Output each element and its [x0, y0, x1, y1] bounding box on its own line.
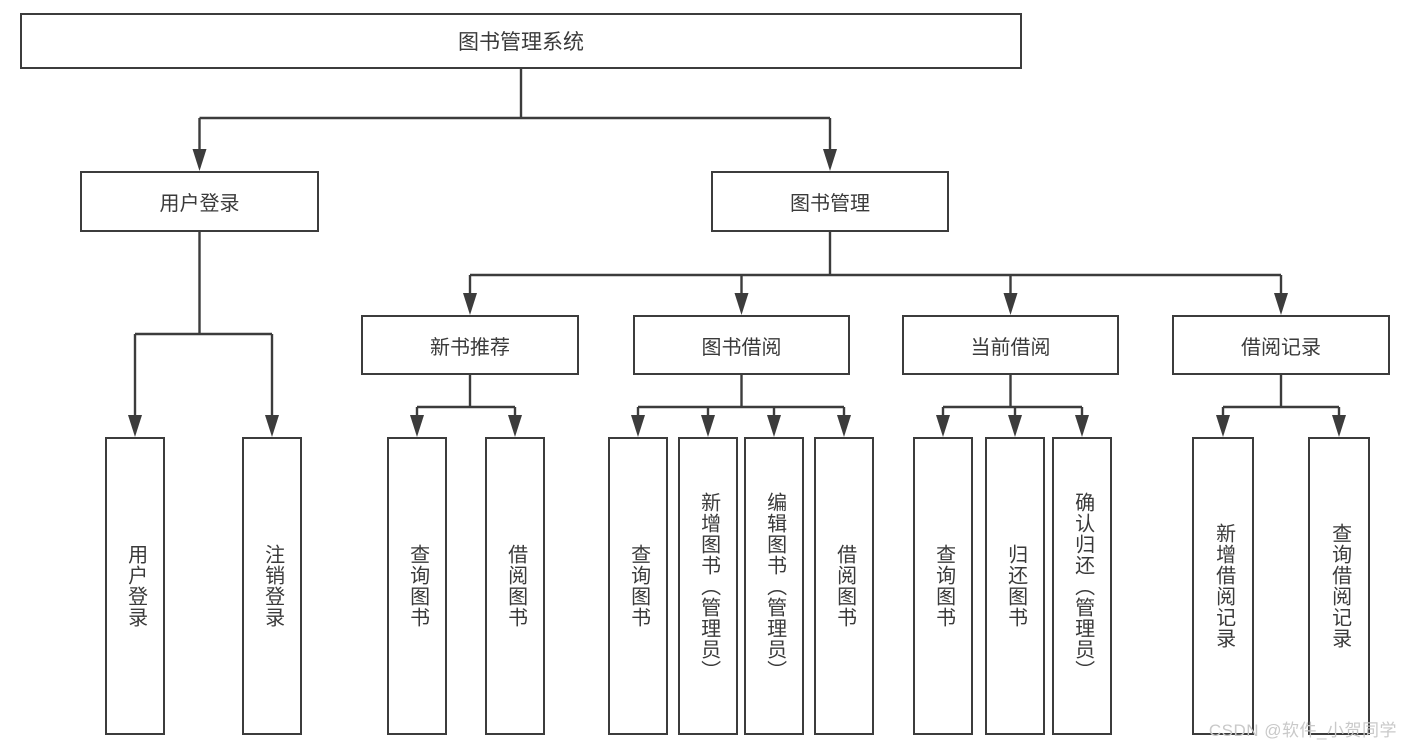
node-label: 新增图书（管理员） [697, 491, 720, 681]
node-leaf-query-book-1[interactable]: 查询图书 [387, 437, 447, 735]
node-book-manage[interactable]: 图书管理 [711, 171, 949, 232]
node-leaf-add-book[interactable]: 新增图书（管理员） [678, 437, 738, 735]
arrow-head [631, 415, 645, 437]
node-label: 编辑图书（管理员） [763, 491, 786, 681]
node-label: 借阅图书 [833, 544, 856, 628]
node-label: 归还图书 [1004, 544, 1027, 628]
node-leaf-borrow-book-2[interactable]: 借阅图书 [814, 437, 874, 735]
arrow-head [1332, 415, 1346, 437]
node-label: 确认归还（管理员） [1071, 491, 1094, 681]
node-current-borrow[interactable]: 当前借阅 [902, 315, 1119, 375]
node-leaf-query-book-3[interactable]: 查询图书 [913, 437, 973, 735]
node-leaf-add-record[interactable]: 新增借阅记录 [1192, 437, 1254, 735]
node-leaf-borrow-book-1[interactable]: 借阅图书 [485, 437, 545, 735]
node-label: 查询图书 [406, 544, 429, 628]
node-label: 查询借阅记录 [1328, 523, 1351, 649]
node-leaf-return-book[interactable]: 归还图书 [985, 437, 1045, 735]
node-book-borrow[interactable]: 图书借阅 [633, 315, 850, 375]
node-label: 注销登录 [261, 544, 284, 628]
node-leaf-edit-book[interactable]: 编辑图书（管理员） [744, 437, 804, 735]
node-label: 新书推荐 [430, 336, 510, 359]
arrow-head [823, 149, 837, 171]
node-root[interactable]: 图书管理系统 [20, 13, 1022, 69]
arrow-head [128, 415, 142, 437]
node-label: 新增借阅记录 [1212, 523, 1235, 649]
node-label: 借阅记录 [1241, 336, 1321, 359]
node-new-book-rec[interactable]: 新书推荐 [361, 315, 579, 375]
arrow-head [734, 293, 749, 315]
node-label: 图书管理 [790, 193, 870, 215]
node-leaf-user-login[interactable]: 用户登录 [105, 437, 165, 735]
node-label: 当前借阅 [970, 336, 1051, 359]
arrow-head [265, 415, 279, 437]
arrow-head [463, 293, 477, 315]
arrow-head [936, 415, 950, 437]
arrow-head [1003, 293, 1018, 315]
arrow-head [192, 149, 207, 171]
arrow-head [1075, 415, 1089, 437]
arrow-head [1216, 415, 1230, 437]
arrow-head [1274, 293, 1288, 315]
node-label: 查询图书 [627, 544, 650, 628]
node-leaf-query-record[interactable]: 查询借阅记录 [1308, 437, 1370, 735]
node-label: 图书管理系统 [458, 31, 584, 54]
arrow-head [837, 415, 851, 437]
csdn-watermark: CSDN @软件_小贺同学 [1208, 721, 1397, 740]
node-leaf-query-book-2[interactable]: 查询图书 [608, 437, 668, 735]
node-leaf-logout[interactable]: 注销登录 [242, 437, 302, 735]
node-label: 图书借阅 [701, 336, 782, 359]
node-label: 用户登录 [159, 193, 240, 215]
node-user-login[interactable]: 用户登录 [80, 171, 319, 232]
arrow-head [1008, 415, 1022, 437]
arrow-head [410, 415, 424, 437]
node-label: 借阅图书 [504, 544, 527, 628]
node-label: 查询图书 [932, 544, 955, 628]
arrow-head [508, 415, 522, 437]
arrow-head [767, 415, 781, 437]
node-borrow-record[interactable]: 借阅记录 [1172, 315, 1390, 375]
arrow-head [701, 415, 715, 437]
node-leaf-confirm-return[interactable]: 确认归还（管理员） [1052, 437, 1112, 735]
node-label: 用户登录 [124, 544, 147, 628]
